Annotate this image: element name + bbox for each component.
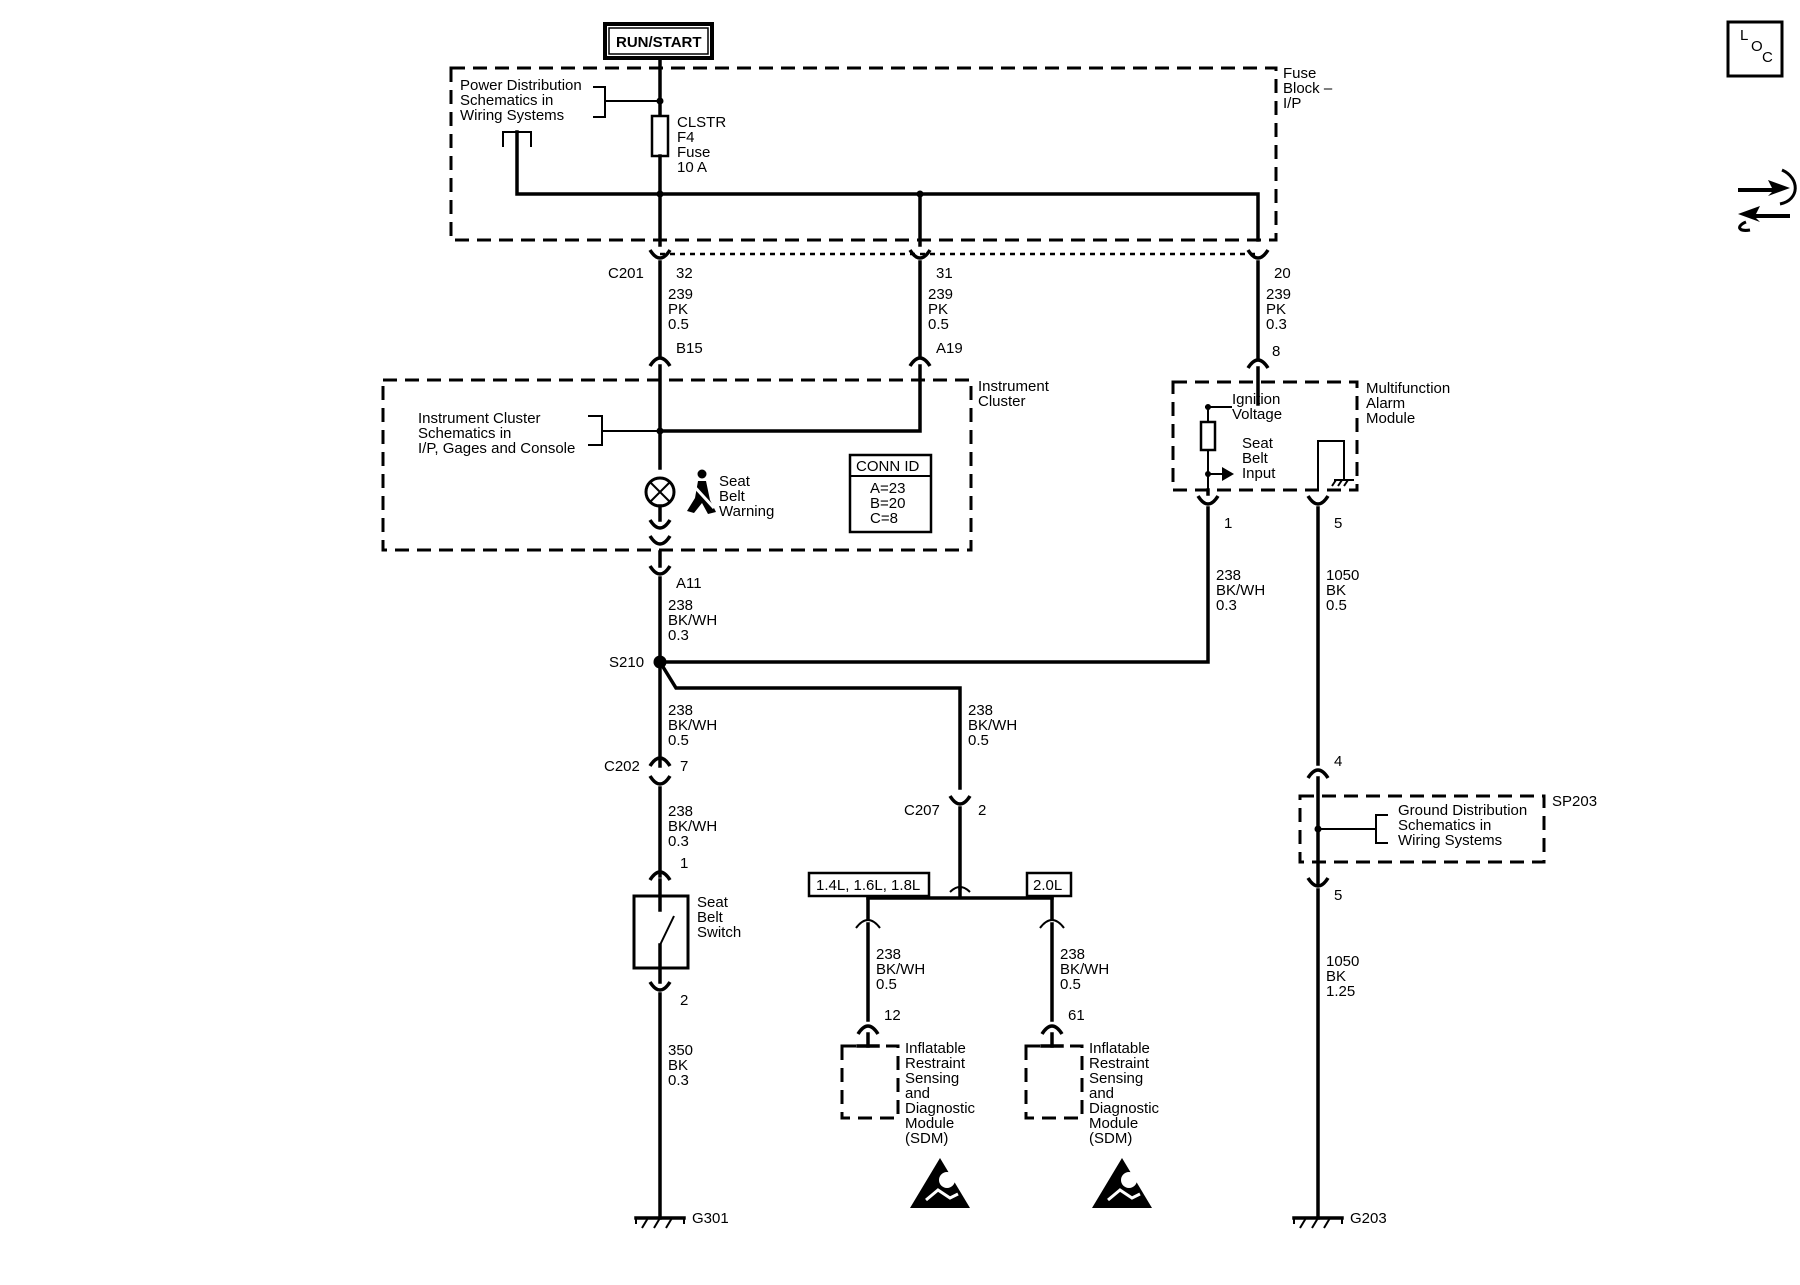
ignition-voltage-label: Ignition Voltage	[1232, 391, 1285, 423]
wire-s210-branch: 238 BK/WH 0.5	[968, 702, 1021, 749]
wire-c202-below: 238 BK/WH 0.3	[668, 803, 721, 850]
run-start-label: RUN/START	[616, 34, 702, 51]
c201-pin-32: 32	[676, 265, 693, 282]
instrument-cluster-box	[381, 378, 973, 552]
engine-option-2: 2.0L	[1033, 877, 1062, 894]
ground-distribution-ref: Ground Distribution Schematics in Wiring…	[1398, 802, 1531, 849]
engine-option-1: 1.4L, 1.6L, 1.8L	[816, 877, 920, 894]
wire-sdm1: 238 BK/WH 0.5	[876, 946, 929, 993]
ground-g203-label: G203	[1350, 1210, 1387, 1227]
wire-239-pk-2: 239 PK 0.5	[928, 286, 957, 333]
instrument-cluster-ref: Instrument Cluster Schematics in I/P, Ga…	[418, 410, 575, 457]
alarm-pin-8: 8	[1272, 343, 1280, 360]
sdm2-pin-61: 61	[1068, 1007, 1085, 1024]
alarm-module-label: Multifunction Alarm Module	[1366, 380, 1454, 427]
wire-239-pk-3: 239 PK 0.3	[1266, 286, 1295, 333]
wire-sdm2: 238 BK/WH 0.5	[1060, 946, 1113, 993]
splice-s210-label: S210	[609, 654, 644, 671]
c207-pin-2: 2	[978, 802, 986, 819]
sdm1-pin-12: 12	[884, 1007, 901, 1024]
seat-belt-warning-icon	[687, 469, 716, 514]
fuse-block-box	[449, 66, 1278, 242]
c201-pin-20: 20	[1274, 265, 1291, 282]
engine-option-2-box	[1025, 871, 1073, 898]
engine-option-1-box	[807, 871, 931, 898]
ground-g301-label: G301	[692, 1210, 729, 1227]
switch-pin-1: 1	[680, 855, 688, 872]
c201-label: C201	[608, 265, 644, 282]
ground-g301-icon	[634, 1216, 686, 1229]
seat-belt-input-label: Seat Belt Input	[1242, 435, 1277, 482]
pin-a19: A19	[936, 340, 963, 357]
fuse-block-label: Fuse Block – I/P	[1283, 65, 1336, 112]
conn-id-values: A=23 B=20 C=8	[870, 480, 910, 527]
c202-label: C202	[604, 758, 640, 775]
airbag-warning-icon	[910, 1158, 970, 1208]
sp203-pin-5: 5	[1334, 887, 1342, 904]
sdm2-label: Inflatable Restraint Sensing and Diagnos…	[1089, 1040, 1163, 1147]
seat-belt-switch-label: Seat Belt Switch	[697, 894, 741, 941]
alarm-module-box	[1171, 380, 1359, 492]
c201-pin-31: 31	[936, 265, 953, 282]
pin-a11: A11	[676, 575, 702, 592]
c207-label: C207	[904, 802, 940, 819]
conn-id-title: CONN ID	[856, 458, 920, 475]
power-distribution-ref: Power Distribution Schematics in Wiring …	[460, 77, 586, 124]
wire-switch-below: 350 BK 0.3	[668, 1042, 697, 1089]
alarm-pin-5: 5	[1334, 515, 1342, 532]
sdm1-box	[840, 1044, 900, 1120]
fuse-label: CLSTR F4 Fuse 10 A	[677, 114, 730, 176]
pin-b15: B15	[676, 340, 703, 357]
pullup-resistor	[1199, 420, 1217, 452]
wire-s210-down: 238 BK/WH 0.5	[668, 702, 721, 749]
c202-pin-7: 7	[680, 758, 688, 775]
wire-alarm-pin1: 238 BK/WH 0.3	[1216, 567, 1269, 614]
svg-text:L: L	[1740, 27, 1748, 44]
airbag-warning-icon	[1092, 1158, 1152, 1208]
location-icon[interactable]: L O C	[1726, 20, 1784, 78]
ground-g203-icon	[1292, 1216, 1344, 1229]
wire-a11: 238 BK/WH 0.3	[668, 597, 721, 644]
sp203-label: SP203	[1552, 793, 1597, 810]
sdm2-box	[1024, 1044, 1084, 1120]
sdm1-label: Inflatable Restraint Sensing and Diagnos…	[905, 1040, 979, 1147]
navigation-arrows-icon[interactable]	[1738, 168, 1797, 232]
conn-id-box	[848, 453, 933, 534]
alarm-pin-1: 1	[1224, 515, 1232, 532]
sp203-box	[1298, 794, 1546, 864]
svg-text:O: O	[1751, 38, 1763, 55]
clstr-fuse	[650, 114, 670, 158]
wire-alarm-pin5: 1050 BK 0.5	[1326, 567, 1364, 614]
instrument-cluster-label: Instrument Cluster	[978, 378, 1053, 410]
seat-belt-warning-label: Seat Belt Warning	[719, 473, 774, 520]
sp203-pin-4: 4	[1334, 753, 1342, 770]
switch-pin-2: 2	[680, 992, 688, 1009]
wire-g203: 1050 BK 1.25	[1326, 953, 1364, 1000]
wire-239-pk-1: 239 PK 0.5	[668, 286, 697, 333]
svg-text:C: C	[1762, 49, 1773, 66]
